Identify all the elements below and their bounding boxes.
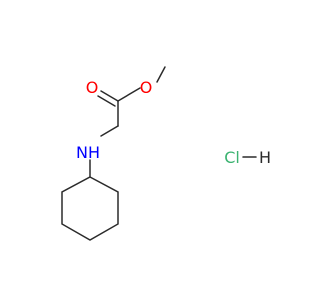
bond-ch2-nitrogen — [100, 125, 119, 137]
bond-carbonyl-double-b — [97, 95, 116, 107]
bond-oxygen-carbonyl — [117, 87, 141, 102]
label-amine: NH — [76, 143, 100, 162]
molecule-structure: O O NH Cl H — [61, 66, 271, 241]
label-chlorine: Cl — [224, 148, 240, 167]
label-ester-oxygen: O — [140, 78, 153, 97]
bond-methyl-oxygen — [156, 66, 166, 83]
cyclohexane-ring — [61, 176, 119, 241]
structure-canvas: O O NH Cl H — [61, 66, 271, 241]
label-hydrogen: H — [259, 148, 271, 167]
label-carbonyl-oxygen: O — [86, 78, 99, 97]
bond-carbonyl-double-a — [100, 90, 119, 102]
